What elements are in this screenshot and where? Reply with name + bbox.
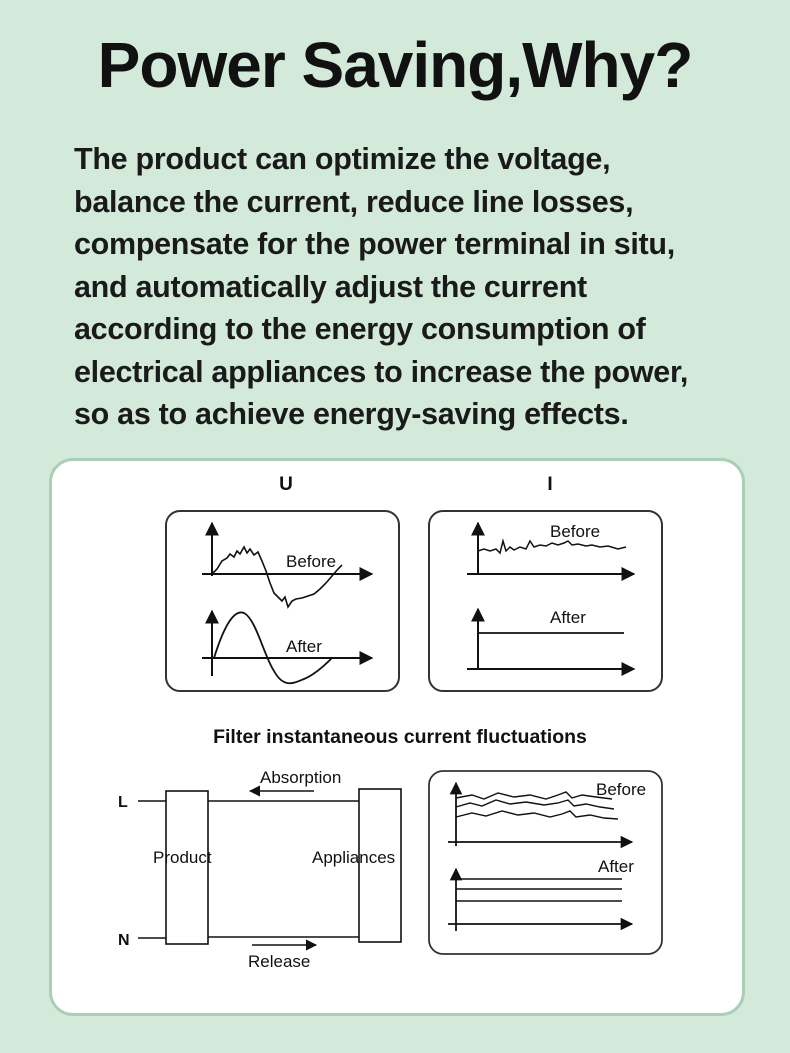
intro-line: and automatically adjust the current <box>74 269 587 304</box>
fluctuation-panel <box>428 770 663 955</box>
diagram-card: U I Before After Before After <box>49 458 745 1016</box>
appliances-label: Appliances <box>312 848 395 867</box>
voltage-panel <box>165 510 400 692</box>
voltage-panel-frame <box>165 510 400 692</box>
fluct-before-wave-3 <box>455 810 619 820</box>
fluct-after-label: After <box>598 857 634 876</box>
line-n-label: N <box>118 932 130 949</box>
intro-line: so as to achieve energy-saving effects. <box>74 397 629 431</box>
intro-paragraph: The product can optimize the voltage, ba… <box>74 138 764 436</box>
fluct-before-wave-1 <box>455 791 613 800</box>
current-panel <box>428 510 663 692</box>
intro-line: balance the current, reduce line losses, <box>74 184 634 219</box>
release-label: Release <box>248 952 310 971</box>
current-after-label: After <box>550 608 586 627</box>
absorption-label: Absorption <box>260 768 341 787</box>
voltage-header: U <box>279 474 293 495</box>
appliances-box <box>358 788 402 943</box>
product-box <box>165 790 209 945</box>
voltage-after-wave <box>213 611 333 685</box>
line-l-label: L <box>118 794 128 811</box>
fluctuation-panel-frame <box>428 770 663 955</box>
diagram-canvas: U I Before After Before After <box>118 474 663 971</box>
current-panel-frame <box>428 510 663 692</box>
voltage-after-label: After <box>286 637 322 656</box>
circuit-diagram <box>138 785 402 951</box>
intro-line: compensate for the power terminal in sit… <box>74 227 675 261</box>
page-title: Power Saving,Why? <box>97 29 694 101</box>
voltage-before-wave <box>211 545 343 609</box>
intro-line: The product can optimize the voltage, <box>74 142 611 176</box>
current-before-label: Before <box>550 522 600 541</box>
fluct-before-label: Before <box>596 780 646 799</box>
voltage-before-label: Before <box>286 552 336 571</box>
fluct-before-wave-2 <box>455 799 615 810</box>
intro-line: according to the energy consumption of <box>74 312 646 346</box>
current-header: I <box>547 474 552 495</box>
intro-line: electrical appliances to increase the po… <box>74 354 689 389</box>
filter-caption: Filter instantaneous current fluctuation… <box>213 726 587 748</box>
product-label: Product <box>153 848 212 867</box>
current-before-wave <box>477 538 627 555</box>
